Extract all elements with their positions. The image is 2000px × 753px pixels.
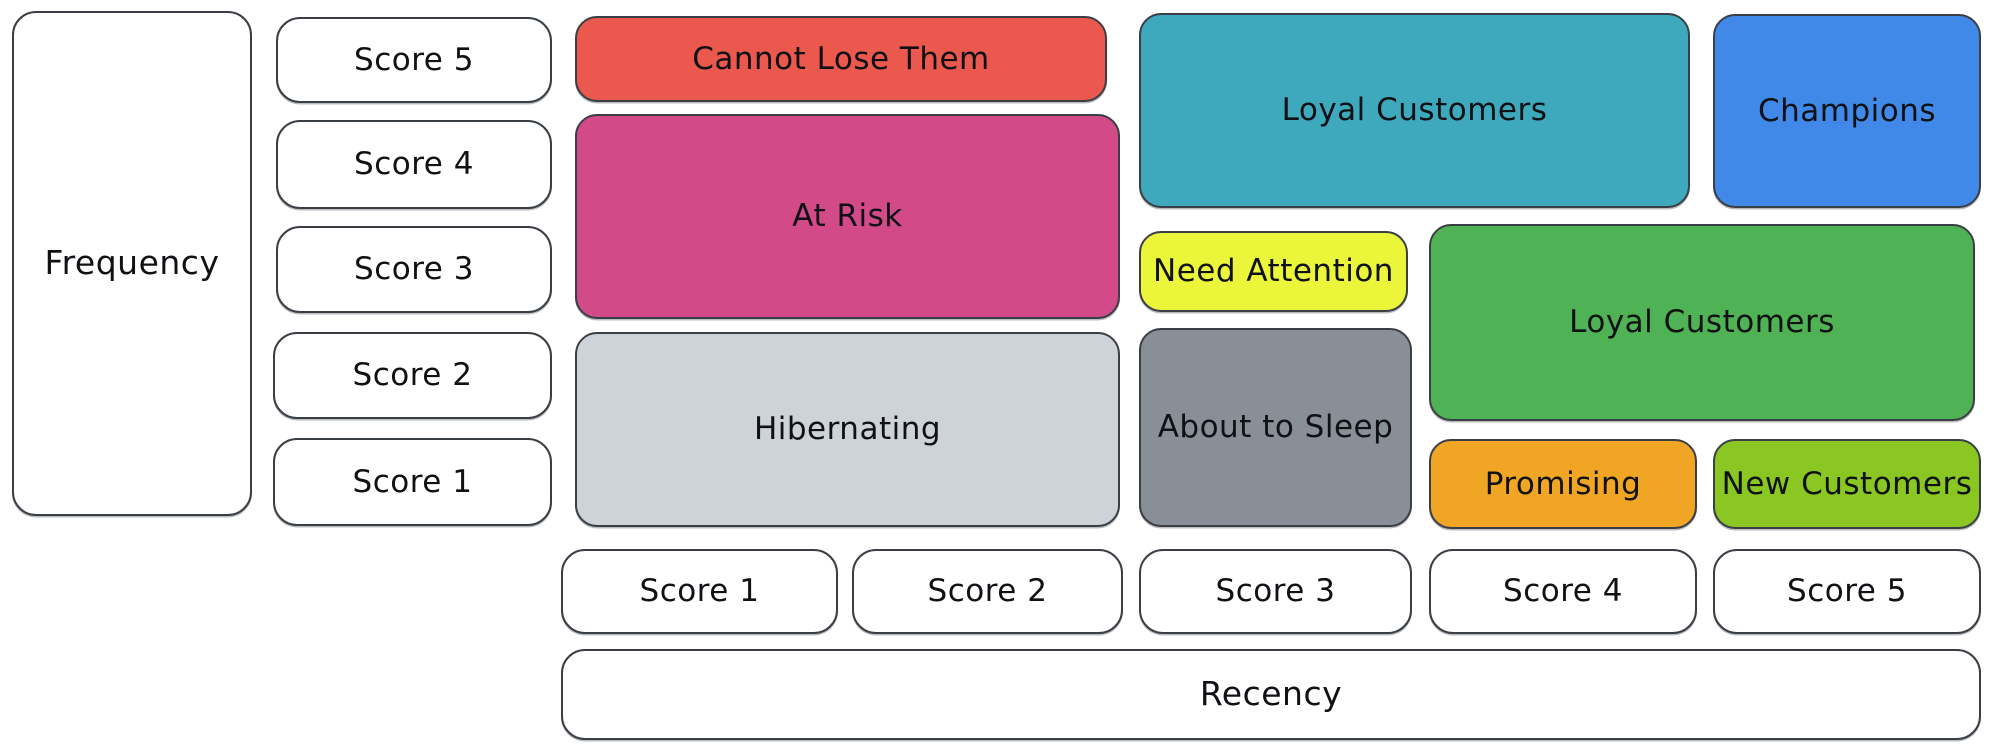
segment-champions: Champions	[1713, 14, 1981, 208]
recency-score-label: Score 1	[639, 573, 760, 610]
frequency-axis-label: Frequency	[44, 243, 220, 283]
segment-label: About to Sleep	[1157, 409, 1394, 446]
segment-label: Loyal Customers	[1281, 92, 1548, 129]
segment-label: Need Attention	[1153, 253, 1394, 290]
segment-label: Loyal Customers	[1569, 304, 1835, 341]
segment-need-attention: Need Attention	[1139, 231, 1408, 312]
recency-score-label: Score 3	[1215, 573, 1336, 610]
segment-loyal-customers-lower: Loyal Customers	[1429, 224, 1975, 421]
frequency-score-label: Score 4	[354, 146, 474, 183]
segment-label: Hibernating	[753, 411, 942, 448]
segment-label: Cannot Lose Them	[692, 40, 990, 77]
recency-axis-label: Recency	[1199, 674, 1343, 714]
frequency-axis-label-box: Frequency	[12, 11, 252, 516]
frequency-score-4-box: Score 4	[276, 120, 552, 209]
segment-cannot-lose-them: Cannot Lose Them	[575, 16, 1107, 102]
segment-label: Promising	[1484, 465, 1642, 502]
recency-score-1-box: Score 1	[561, 549, 838, 634]
frequency-score-label: Score 3	[354, 251, 474, 288]
frequency-score-1-box: Score 1	[273, 438, 552, 526]
frequency-score-2-box: Score 2	[273, 332, 552, 419]
recency-score-4-box: Score 4	[1429, 549, 1697, 634]
segment-promising: Promising	[1429, 439, 1697, 529]
recency-axis-label-box: Recency	[561, 649, 1981, 740]
frequency-score-label: Score 2	[352, 357, 473, 394]
segment-about-to-sleep: About to Sleep	[1139, 328, 1412, 527]
recency-score-2-box: Score 2	[852, 549, 1123, 634]
segment-label: New Customers	[1721, 465, 1973, 502]
recency-score-label: Score 2	[927, 573, 1048, 610]
frequency-score-label: Score 5	[354, 41, 474, 78]
frequency-score-3-box: Score 3	[276, 226, 552, 313]
recency-score-label: Score 5	[1787, 573, 1907, 610]
segment-hibernating: Hibernating	[575, 332, 1120, 527]
recency-score-3-box: Score 3	[1139, 549, 1412, 634]
segment-loyal-customers-upper: Loyal Customers	[1139, 13, 1690, 208]
frequency-score-5-box: Score 5	[276, 17, 552, 103]
frequency-score-label: Score 1	[352, 463, 473, 500]
recency-score-label: Score 4	[1503, 573, 1623, 610]
segment-label: At Risk	[792, 198, 903, 235]
segment-label: Champions	[1757, 92, 1937, 129]
segment-at-risk: At Risk	[575, 114, 1120, 319]
segment-new-customers: New Customers	[1713, 439, 1981, 529]
recency-score-5-box: Score 5	[1713, 549, 1981, 634]
